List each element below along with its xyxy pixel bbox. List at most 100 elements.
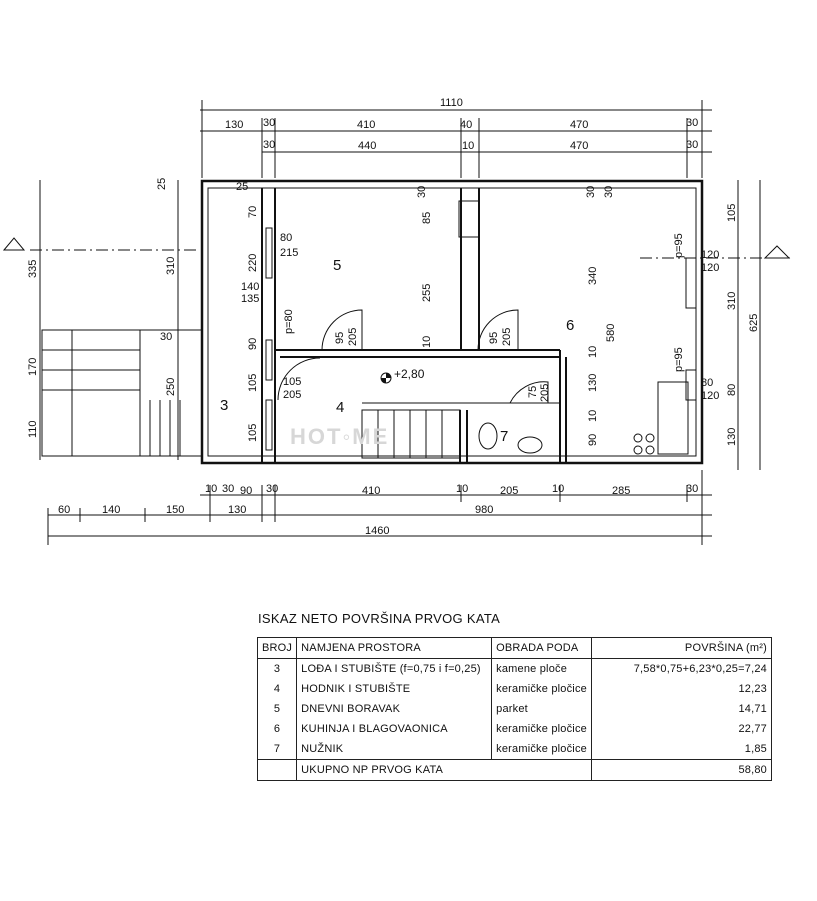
row-floor: keramičke pločice (491, 719, 592, 739)
dim-top-30a: 30 (263, 117, 275, 129)
dim-inner-220: 220 (247, 254, 259, 272)
row-name: KUHINJA I BLAGOVAONICA (296, 719, 493, 739)
dim-bottom-205: 205 (500, 485, 518, 497)
table-row: 4 HODNIK I STUBIŠTE keramičke pločice 12… (256, 679, 772, 699)
dim-inner-105b: 105 (247, 424, 259, 442)
dim-top-410: 410 (357, 119, 375, 131)
dim-bottom-140: 140 (102, 504, 120, 516)
table-row: 7 NUŽNIK keramičke pločice 1,85 (256, 739, 772, 760)
dim-right-310: 310 (726, 292, 738, 310)
dim-inner-95a: 95 (334, 332, 346, 344)
dim-top-130: 130 (225, 119, 243, 131)
dim-left-30: 30 (160, 331, 172, 343)
row-area: 7,58*0,75+6,23*0,25=7,24 (590, 658, 772, 679)
dim-inner-90: 90 (247, 338, 259, 350)
dim-inner-30c: 30 (603, 186, 615, 198)
table-title: ISKAZ NETO POVRŠINA PRVOG KATA (258, 611, 501, 626)
dim-inner-70: 70 (247, 206, 259, 218)
total-name: UKUPNO NP PRVOG KATA (296, 759, 592, 781)
dim-inner-90b: 90 (587, 434, 599, 446)
dim-bottom-30a: 30 (222, 483, 234, 495)
dim-inner-80b: 80 (701, 377, 713, 389)
dim-left-110: 110 (27, 420, 39, 438)
row-floor: kamene ploče (491, 658, 592, 679)
dim-top-10: 10 (462, 140, 474, 152)
dim-bottom-980: 980 (475, 504, 493, 516)
row-area: 14,71 (590, 699, 772, 719)
total-area: 58,80 (590, 759, 772, 781)
dim-inner-120c: 120 (701, 390, 719, 402)
dim-left-170: 170 (27, 358, 39, 376)
row-floor: parket (491, 699, 592, 719)
dim-inner-85: 85 (421, 212, 433, 224)
dim-bottom-overall: 1460 (365, 525, 389, 537)
dim-bottom-30c: 30 (686, 483, 698, 495)
row-name: DNEVNI BORAVAK (296, 699, 493, 719)
table-header-row: BROJ NAMJENA PROSTORA OBRADA PODA POVRŠI… (256, 637, 772, 659)
level-label: +2,80 (394, 367, 425, 381)
dim-inner-80: 80 (280, 232, 292, 244)
room-5-label: 5 (333, 257, 341, 274)
dim-left-250: 250 (165, 378, 177, 396)
dim-inner-95b: 95 (488, 332, 500, 344)
row-no: 3 (256, 658, 298, 679)
dim-bottom-30b: 30 (266, 483, 278, 495)
row-no: 4 (256, 679, 298, 699)
dim-inner-10a: 10 (421, 336, 433, 348)
dim-inner-10c: 10 (587, 410, 599, 422)
dim-left-335: 335 (27, 260, 39, 278)
area-table: BROJ NAMJENA PROSTORA OBRADA PODA POVRŠI… (256, 637, 772, 781)
dim-inner-105c: 105 (283, 376, 301, 388)
dim-inner-120a: 120 (701, 249, 719, 261)
dim-right-105: 105 (726, 204, 738, 222)
dim-inner-30b: 30 (585, 186, 597, 198)
dim-right-625: 625 (748, 314, 760, 332)
dim-left-25: 25 (156, 178, 168, 190)
dim-bottom-10a: 10 (205, 483, 217, 495)
floor-plan-drawing: 1110 130 30 410 40 470 30 30 440 10 470 … (2, 97, 791, 545)
dim-inner-30a: 30 (416, 186, 428, 198)
row-area: 22,77 (590, 719, 772, 739)
row-floor: keramičke pločice (491, 679, 592, 699)
dim-top-30d: 30 (686, 139, 698, 151)
dim-inner-140: 140 (241, 281, 259, 293)
header-floor: OBRADA PODA (491, 637, 592, 659)
dim-bottom-10c: 10 (552, 483, 564, 495)
dim-top-30b: 30 (686, 117, 698, 129)
row-floor: keramičke pločice (491, 739, 592, 760)
row-area: 12,23 (590, 679, 772, 699)
dim-inner-105a: 105 (247, 374, 259, 392)
row-area: 1,85 (590, 739, 772, 760)
table-row: 6 KUHINJA I BLAGOVAONICA keramičke ploči… (256, 719, 772, 739)
dim-inner-340: 340 (587, 267, 599, 285)
dim-inner-215: 215 (280, 247, 298, 259)
dim-bottom-285: 285 (612, 485, 630, 497)
dim-inner-205d: 205 (539, 384, 551, 402)
dim-inner-205c: 205 (501, 328, 513, 346)
dim-inner-25: 25 (236, 181, 248, 193)
dim-inner-p95a: p=95 (673, 233, 685, 258)
header-name: NAMJENA PROSTORA (296, 637, 493, 659)
dim-inner-p95b: p=95 (673, 347, 685, 372)
dim-inner-135: 135 (241, 293, 259, 305)
table-row: 3 LOĐA I STUBIŠTE (f=0,75 i f=0,25) kame… (256, 658, 772, 679)
dim-bottom-150: 150 (166, 504, 184, 516)
dim-top-30c: 30 (263, 139, 275, 151)
dim-inner-75: 75 (527, 386, 539, 398)
room-7-label: 7 (500, 428, 508, 445)
dim-bottom-90: 90 (240, 485, 252, 497)
dim-top-470b: 470 (570, 140, 588, 152)
dim-top-470a: 470 (570, 119, 588, 131)
row-name: LOĐA I STUBIŠTE (f=0,75 i f=0,25) (296, 658, 493, 679)
row-no: 6 (256, 719, 298, 739)
dim-bottom-10b: 10 (456, 483, 468, 495)
total-no (256, 759, 298, 781)
dim-top-440: 440 (358, 140, 376, 152)
dim-bottom-60: 60 (58, 504, 70, 516)
dim-inner-10b: 10 (587, 346, 599, 358)
table-row: 5 DNEVNI BORAVAK parket 14,71 (256, 699, 772, 719)
dim-inner-580: 580 (605, 324, 617, 342)
watermark: HOT◦ME (290, 424, 389, 449)
dim-left-310: 310 (165, 257, 177, 275)
room-6-label: 6 (566, 317, 574, 334)
